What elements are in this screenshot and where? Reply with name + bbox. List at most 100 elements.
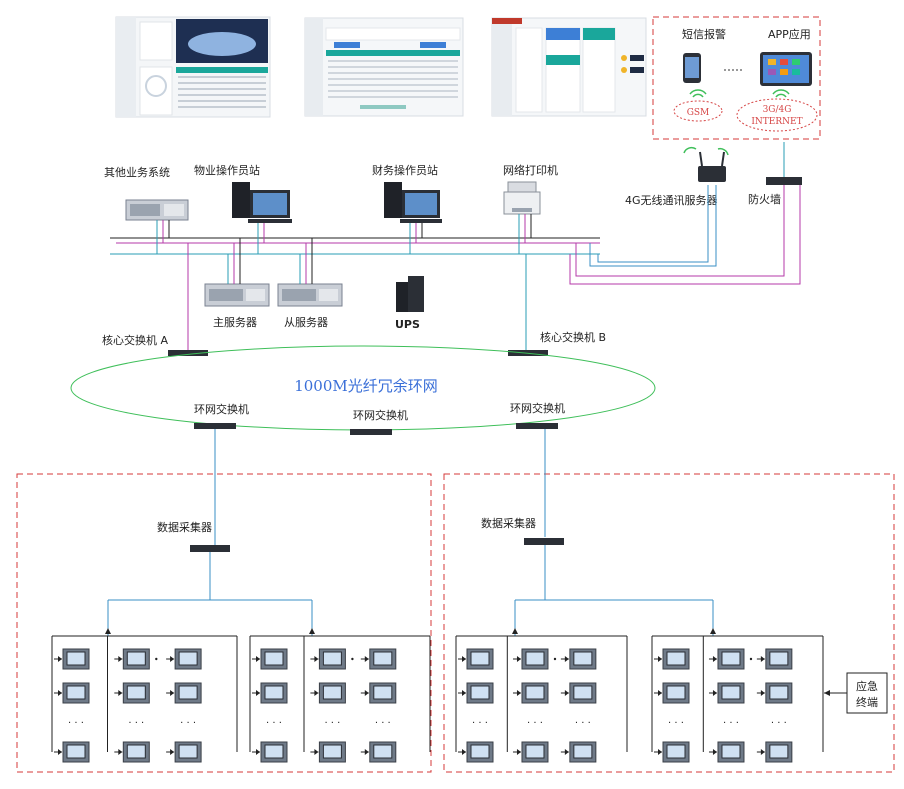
cloud-icon <box>673 98 818 132</box>
ellipsis-dots: · · · <box>375 718 391 729</box>
arrow-head-icon <box>256 656 260 662</box>
wan-links <box>569 185 801 285</box>
arrow-head-icon <box>564 656 569 662</box>
gsm-label: GSM <box>687 108 710 118</box>
screenshot-tree <box>491 17 647 117</box>
arrow-head-icon <box>658 656 662 662</box>
ring-switch-1-label: 环网交换机 <box>194 402 249 416</box>
arrow-head-icon <box>824 690 830 696</box>
ellipsis-dots: · · · <box>771 718 787 729</box>
internet-label-line2: INTERNET <box>751 117 802 127</box>
ellipsis-dots: · · · <box>575 718 591 729</box>
power-meter-icon <box>260 648 288 670</box>
power-meter-icon <box>717 682 745 704</box>
power-meter-icon <box>569 682 597 704</box>
network-printer-label: 网络打印机 <box>503 163 558 177</box>
arrow-head-icon <box>658 749 662 755</box>
arrow-head-icon <box>309 628 315 634</box>
wifi-signal-icon <box>689 89 790 98</box>
arrow-head-icon <box>364 749 369 755</box>
device-drop-lines <box>156 214 532 254</box>
desktop-computer-icon <box>384 182 442 223</box>
mobile-alarm-box <box>652 16 821 140</box>
arrow-head-icon <box>564 749 569 755</box>
power-meter-icon <box>521 648 549 670</box>
power-meter-icon <box>318 682 346 704</box>
arrow-head-icon <box>658 690 662 696</box>
power-meter-icon <box>521 741 549 763</box>
ring-switch-3-label: 环网交换机 <box>510 401 565 415</box>
slave-server-label: 从服务器 <box>284 316 328 329</box>
wireless-server-label: 4G无线通讯服务器 <box>625 193 718 207</box>
main-server-label: 主服务器 <box>213 316 257 329</box>
wireless-router-icon <box>698 151 726 182</box>
server-drop-lines <box>227 238 313 284</box>
arrow-head-icon <box>118 749 123 755</box>
power-meter-icon <box>260 682 288 704</box>
separator-dot <box>351 657 354 661</box>
arrow-head-icon <box>118 690 123 696</box>
power-meter-icon <box>717 741 745 763</box>
power-meter-icon <box>466 682 494 704</box>
power-meter-icon <box>174 741 202 763</box>
power-meter-icon <box>318 741 346 763</box>
arrow-head-icon <box>712 690 717 696</box>
power-meter-icon <box>369 648 397 670</box>
power-meter-icon <box>662 682 690 704</box>
network-switch-icon <box>350 429 392 435</box>
core-switch-a-label: 核心交换机 A <box>102 333 168 347</box>
arrow-head-icon <box>516 656 521 662</box>
other-systems-label: 其他业务系统 <box>104 166 170 179</box>
ellipsis-dots: · · · <box>128 718 144 729</box>
network-switch-icon <box>168 350 208 356</box>
arrow-head-icon <box>710 628 716 634</box>
power-meter-icon <box>717 648 745 670</box>
separator-dot <box>155 657 158 661</box>
separator-dot <box>749 657 753 661</box>
arrow-head-icon <box>118 656 123 662</box>
firewall-label: 防火墙 <box>748 192 781 206</box>
ellipsis-dots: · · · <box>180 718 196 729</box>
power-meter-icon <box>62 648 90 670</box>
collector-right-label: 数据采集器 <box>481 516 536 530</box>
meter-groups: · · · · · · · · · · · · · · · · · · · · · · · ·… <box>51 545 824 763</box>
arrow-head-icon <box>256 690 260 696</box>
arrow-head-icon <box>314 749 319 755</box>
power-meter-icon <box>122 741 150 763</box>
screenshot-table <box>304 17 464 117</box>
power-meter-icon <box>369 682 397 704</box>
arrow-head-icon <box>170 690 175 696</box>
separator-dot <box>553 657 557 661</box>
arrow-head-icon <box>314 690 319 696</box>
arrow-head-icon <box>512 628 518 634</box>
power-meter-icon <box>62 682 90 704</box>
rack-server-icon <box>125 199 189 221</box>
power-meter-icon <box>662 648 690 670</box>
arrow-head-icon <box>462 656 466 662</box>
ellipsis-dots: · · · <box>472 718 488 729</box>
ups-label: UPS <box>395 318 420 331</box>
arrow-head-icon <box>760 656 765 662</box>
arrow-head-icon <box>170 749 175 755</box>
arrow-head-icon <box>364 656 369 662</box>
firewall-icon <box>766 177 802 185</box>
power-meter-icon <box>260 741 288 763</box>
ellipsis-dots: · · · <box>266 718 282 729</box>
power-meter-icon <box>765 648 793 670</box>
arrow-head-icon <box>170 656 175 662</box>
arrow-head-icon <box>564 690 569 696</box>
arrow-head-icon <box>58 690 62 696</box>
rack-server-icon <box>204 283 270 307</box>
power-meter-icon <box>521 682 549 704</box>
power-meter-icon <box>122 682 150 704</box>
tablet-icon <box>760 52 812 86</box>
collector-left-label: 数据采集器 <box>157 520 212 534</box>
network-switch-icon <box>524 538 564 545</box>
ellipsis-dots: · · · <box>527 718 543 729</box>
screenshot-dashboard <box>115 16 271 118</box>
arrow-head-icon <box>712 749 717 755</box>
power-meter-icon <box>369 741 397 763</box>
arrow-head-icon <box>462 690 466 696</box>
desktop-computer-icon <box>232 182 292 223</box>
